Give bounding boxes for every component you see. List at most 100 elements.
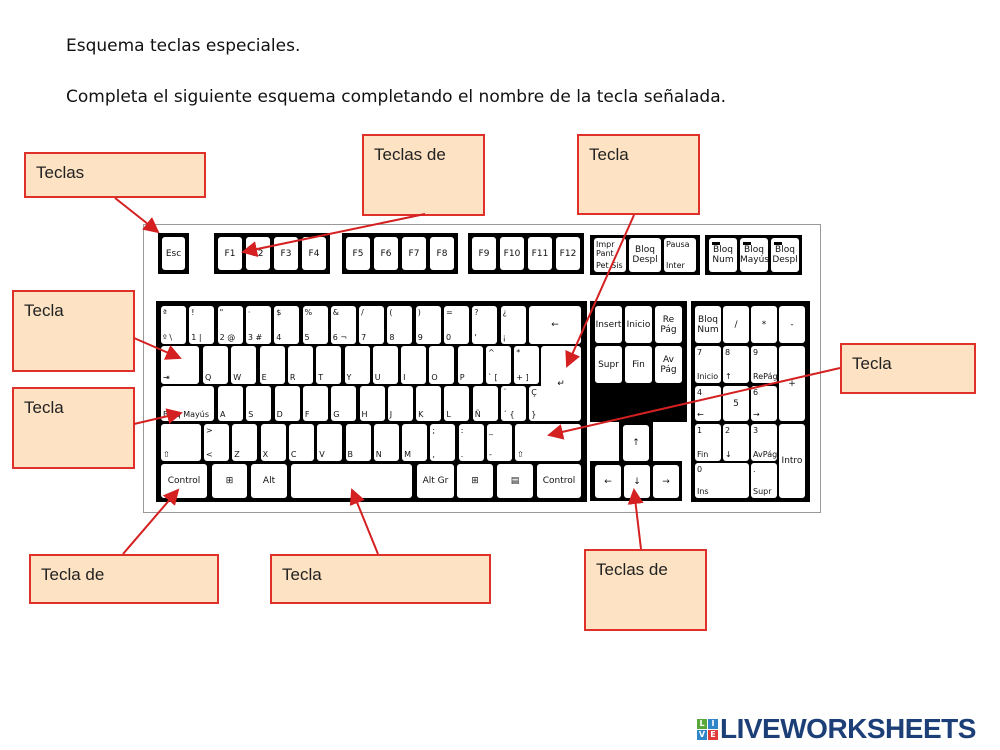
key-f6[interactable]: F6 xyxy=(374,237,398,270)
key-s[interactable]: S xyxy=(246,386,272,421)
key-blank[interactable] xyxy=(291,464,412,498)
key-bloq-num[interactable]: Bloq Num xyxy=(709,238,737,272)
key-alt[interactable]: Alt xyxy=(251,464,287,498)
key-f9[interactable]: F9 xyxy=(472,237,496,270)
key-m[interactable]: M xyxy=(402,424,428,461)
key--[interactable]: ↓ xyxy=(624,465,650,498)
answer-box[interactable]: Tecla xyxy=(840,343,976,394)
key-o[interactable]: O xyxy=(429,346,455,384)
key-bloq-despl[interactable]: Bloq Despl xyxy=(771,238,799,272)
key--[interactable]: ¿¡ xyxy=(500,306,526,344)
answer-box[interactable]: Teclas de xyxy=(362,134,485,216)
key-t[interactable]: T xyxy=(316,346,342,384)
answer-box[interactable]: Tecla xyxy=(12,290,135,372)
key-n[interactable]: N xyxy=(373,424,399,461)
key-bloq-despl[interactable]: Bloq Despl xyxy=(629,238,661,272)
key-f1[interactable]: F1 xyxy=(218,237,242,270)
key-6-[interactable]: &6 ¬ xyxy=(330,306,356,344)
key-re-p-g[interactable]: Re Pág xyxy=(655,306,682,343)
key-f8[interactable]: F8 xyxy=(430,237,454,270)
key--[interactable]: / xyxy=(723,306,749,343)
key-r[interactable]: R xyxy=(287,346,313,384)
key-c[interactable]: C xyxy=(288,424,314,461)
key-bloq-may-s[interactable]: Bloq Mayús xyxy=(161,386,214,421)
key--[interactable]: ⊞ xyxy=(457,464,493,498)
key--[interactable]: ▤ xyxy=(497,464,533,498)
key--[interactable]: ¨´ { xyxy=(501,386,526,421)
answer-box[interactable]: Tecla xyxy=(270,554,491,604)
key-f5[interactable]: F5 xyxy=(346,237,370,270)
key--[interactable]: 8↑ xyxy=(723,346,749,383)
key--[interactable]: + xyxy=(779,346,805,421)
key-w[interactable]: W xyxy=(231,346,257,384)
key-z[interactable]: Z xyxy=(232,424,258,461)
key--[interactable]: ↑ xyxy=(623,425,649,461)
key--[interactable]: >< xyxy=(204,424,229,461)
key--[interactable]: ⊞ xyxy=(212,464,247,498)
key-2-[interactable]: "2 @ xyxy=(217,306,243,344)
key-f3[interactable]: F3 xyxy=(274,237,298,270)
answer-box[interactable]: Tecla xyxy=(12,387,135,469)
key--[interactable]: ⇥ xyxy=(161,346,199,384)
key-h[interactable]: H xyxy=(359,386,385,421)
key-f2[interactable]: F2 xyxy=(246,237,270,270)
key-q[interactable]: Q xyxy=(203,346,228,384)
key-av-p-g[interactable]: Av Pág xyxy=(655,346,682,383)
key-a[interactable]: A xyxy=(218,386,243,421)
key-g[interactable]: G xyxy=(331,386,357,421)
key-f[interactable]: F xyxy=(302,386,328,421)
key-9[interactable]: )9 xyxy=(415,306,441,344)
key-inicio[interactable]: Inicio xyxy=(625,306,652,343)
key-f7[interactable]: F7 xyxy=(402,237,426,270)
key-insert[interactable]: Insert xyxy=(595,306,622,343)
key-5[interactable]: %5 xyxy=(302,306,328,344)
key--[interactable]: - xyxy=(779,306,805,343)
key--[interactable]: ← xyxy=(529,306,581,344)
key--[interactable]: 2↓ xyxy=(723,424,749,461)
key-b[interactable]: B xyxy=(345,424,371,461)
key--[interactable]: ⇧ xyxy=(515,424,581,461)
key-0[interactable]: =0 xyxy=(444,306,469,344)
key-j[interactable]: J xyxy=(387,386,413,421)
key-esc[interactable]: Esc xyxy=(162,237,185,270)
key--[interactable]: :. xyxy=(458,424,484,461)
key-7[interactable]: /7 xyxy=(359,306,385,344)
key-k[interactable]: K xyxy=(416,386,442,421)
key-y[interactable]: Y xyxy=(344,346,370,384)
key-i[interactable]: I xyxy=(401,346,427,384)
key-f10[interactable]: F10 xyxy=(500,237,524,270)
key-bloq-may-s[interactable]: Bloq Mayús xyxy=(740,238,768,272)
key-5[interactable]: 5 xyxy=(723,386,749,421)
key--[interactable]: *+ ] xyxy=(514,346,540,384)
key-4[interactable]: $4 xyxy=(274,306,300,344)
key-u[interactable]: U xyxy=(372,346,398,384)
key-x[interactable]: X xyxy=(260,424,286,461)
answer-box[interactable]: Tecla de xyxy=(29,554,219,604)
key--[interactable]: ;, xyxy=(430,424,456,461)
key-supr[interactable]: .Supr xyxy=(751,463,777,498)
key-f4[interactable]: F4 xyxy=(302,237,326,270)
key--[interactable]: ⇧ xyxy=(161,424,201,461)
key--[interactable]: * xyxy=(751,306,777,343)
key--[interactable]: 6→ xyxy=(751,386,777,421)
key-l[interactable]: L xyxy=(444,386,470,421)
key--[interactable]: 4← xyxy=(695,386,721,421)
key-1-[interactable]: !1 | xyxy=(189,306,215,344)
key--[interactable]: ?' xyxy=(472,306,498,344)
key--[interactable]: → xyxy=(653,465,679,498)
key-e[interactable]: E xyxy=(259,346,285,384)
key-ñ[interactable]: Ñ xyxy=(472,386,498,421)
key--[interactable]: _- xyxy=(487,424,512,461)
key-bloq-num[interactable]: Bloq Num xyxy=(695,306,721,343)
key-v[interactable]: V xyxy=(317,424,343,461)
key-fin[interactable]: Fin xyxy=(625,346,652,383)
key-supr[interactable]: Supr xyxy=(595,346,622,383)
key-f12[interactable]: F12 xyxy=(556,237,580,270)
